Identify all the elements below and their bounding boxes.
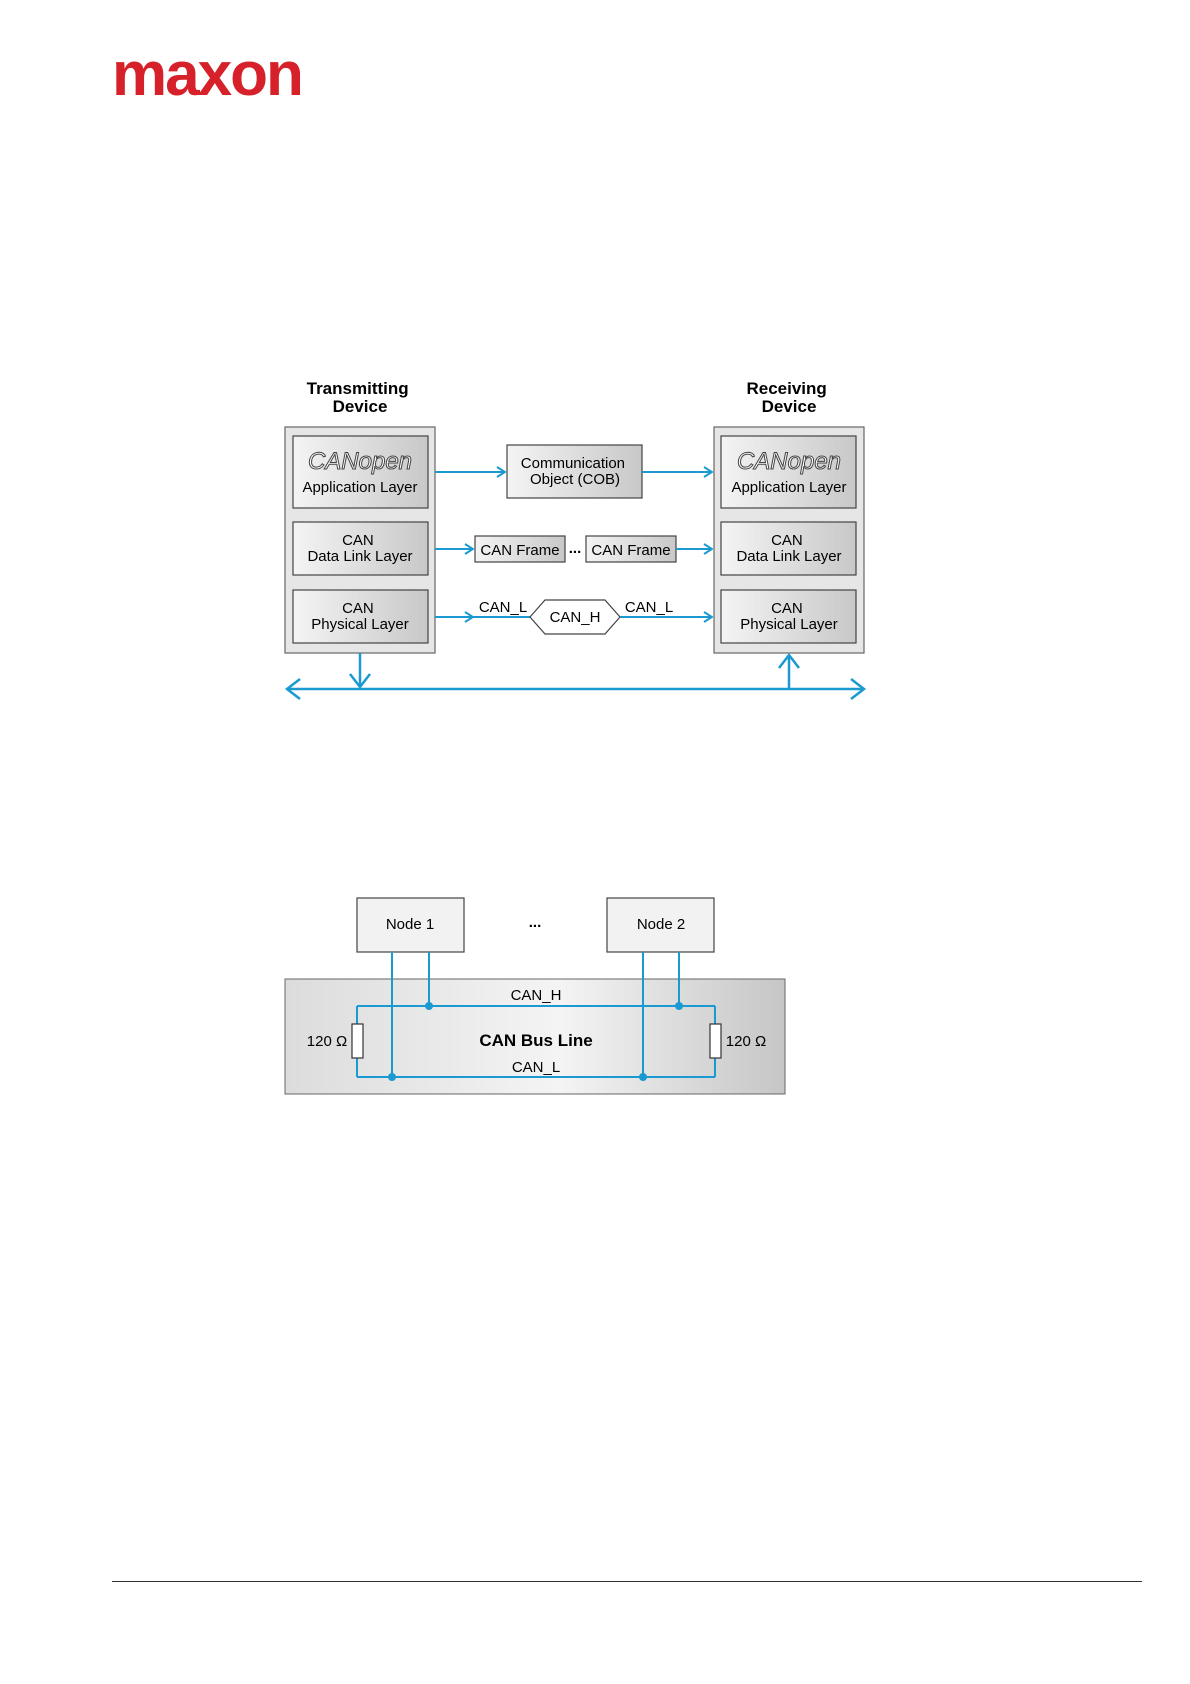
node-1-label: Node 1 (386, 916, 434, 933)
can-l-label-left: CAN_L (479, 599, 527, 616)
tx-canopen-logo: CANopen (308, 448, 412, 475)
tx-application-layer-label: Application Layer (302, 479, 417, 496)
footer-rule (112, 1581, 1142, 1582)
junction-node-2-can-h (675, 1002, 683, 1010)
cob-label: Communication Object (COB) (521, 455, 629, 488)
left-resistor-label: 120 Ω (307, 1033, 347, 1050)
rx-application-layer-label: Application Layer (731, 479, 846, 496)
node-ellipsis: ... (529, 914, 542, 931)
rx-canopen-logo: CANopen (737, 448, 841, 475)
can-h-label: CAN_H (550, 609, 601, 626)
can-frame-label-1: CAN Frame (480, 542, 559, 559)
junction-node-1-can-h (425, 1002, 433, 1010)
receiving-title: Receiving Device (746, 379, 831, 416)
right-resistor-label: 120 Ω (726, 1033, 766, 1050)
left-resistor (352, 1024, 363, 1058)
can-bus-line-label: CAN Bus Line (479, 1031, 592, 1050)
layer-diagram: Transmitting Device Receiving Device CAN… (285, 379, 864, 699)
can-l-label-right: CAN_L (625, 599, 673, 616)
right-resistor (710, 1024, 721, 1058)
junction-node-1-can-l (388, 1073, 396, 1081)
transmitting-title: Transmitting Device (307, 379, 414, 416)
can-frame-ellipsis: ... (569, 540, 582, 557)
can-frame-label-2: CAN Frame (591, 542, 670, 559)
can-l-bus-label: CAN_L (512, 1059, 560, 1076)
can-h-bus-label: CAN_H (511, 987, 562, 1004)
junction-node-2-can-l (639, 1073, 647, 1081)
node-2-label: Node 2 (637, 916, 685, 933)
bus-diagram: Node 1 ... Node 2 120 Ω 120 Ω CAN_H (285, 898, 785, 1094)
